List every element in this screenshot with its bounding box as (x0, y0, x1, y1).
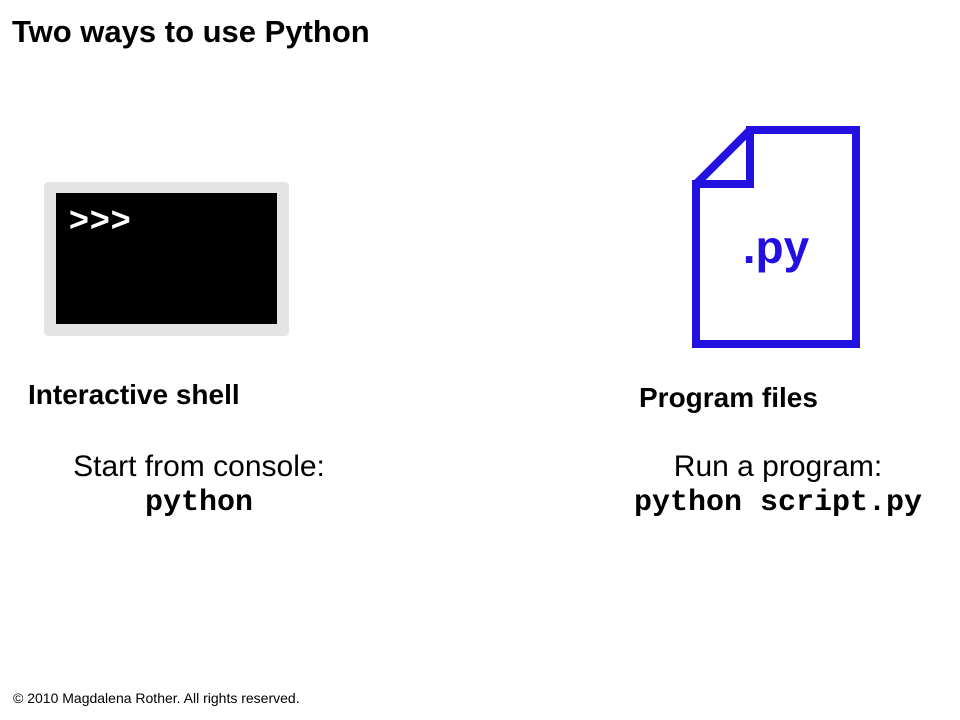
document-outline-icon (692, 126, 860, 348)
program-command: python script.py (633, 486, 923, 520)
copyright-footer: © 2010 Magdalena Rother. All rights rese… (13, 690, 300, 706)
python-prompt: >>> (69, 201, 132, 239)
program-files-heading: Program files (639, 382, 818, 413)
shell-command: python (144, 486, 254, 520)
terminal-screen: >>> (56, 193, 277, 324)
interactive-shell-heading: Interactive shell (28, 379, 240, 410)
terminal-icon: >>> (44, 182, 289, 336)
shell-description: Start from console: (73, 450, 325, 483)
program-description: Run a program: (673, 450, 883, 483)
file-extension-label: .py (742, 221, 810, 273)
slide-title: Two ways to use Python (12, 14, 370, 49)
file-icon: .py (688, 122, 864, 352)
